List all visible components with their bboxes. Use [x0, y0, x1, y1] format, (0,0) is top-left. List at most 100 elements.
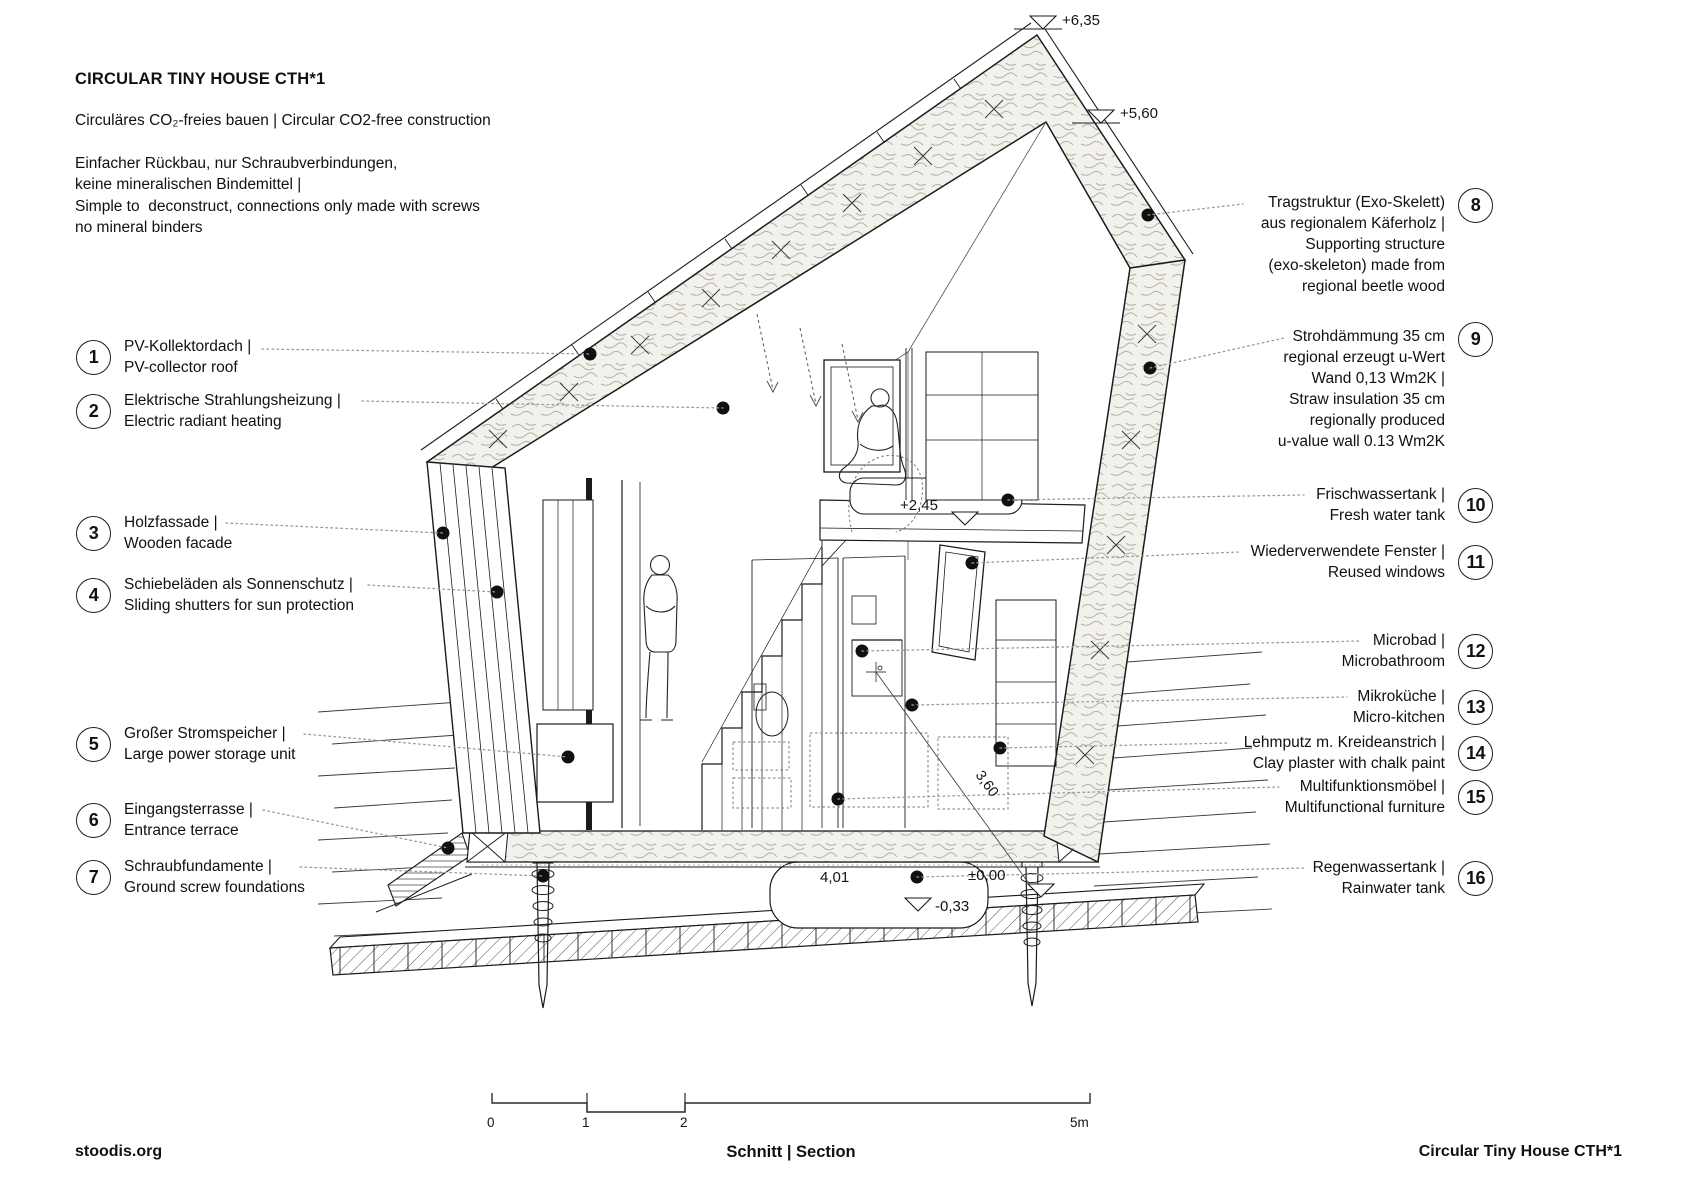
- callout-number-badge: 8: [1458, 188, 1493, 223]
- callout-pv-roof: 1 PV-Kollektordach | PV-collector roof: [76, 336, 251, 378]
- scale-tick-2: 2: [680, 1115, 688, 1130]
- callout-number-badge: 2: [76, 393, 111, 429]
- callout-number-badge: 5: [76, 726, 111, 762]
- elevation-markers: [903, 15, 1120, 912]
- footer-project-name: Circular Tiny House CTH*1: [1418, 1143, 1622, 1160]
- earth-hatch-left: [317, 701, 461, 937]
- callout-screw-foundations: 7 Schraubfundamente | Ground screw found…: [76, 856, 305, 898]
- callout-label-de: Holzfassade |: [124, 514, 218, 531]
- callout-rainwater-tank: Regenwassertank | Rainwater tank 16: [1313, 857, 1493, 899]
- callout-label-en: Electric radiant heating: [124, 413, 282, 430]
- elevation-loft: +2,45: [900, 497, 938, 514]
- scale-tick-1: 1: [582, 1115, 590, 1130]
- callout-label-de: Multifunktionsmöbel |: [1299, 778, 1445, 795]
- callout-label-en: Fresh water tank: [1329, 507, 1445, 524]
- callout-reused-windows: Wiederverwendete Fenster | Reused window…: [1251, 541, 1493, 583]
- callout-label-de: regional erzeugt u-Wert: [1283, 349, 1445, 366]
- callout-label-en: Large power storage unit: [124, 746, 296, 763]
- dashed-outlines: [732, 454, 1009, 810]
- callout-label-de: Schraubfundamente |: [124, 858, 272, 875]
- callout-clay-plaster: Lehmputz m. Kreideanstrich | Clay plaste…: [1244, 732, 1493, 774]
- person-sitting: [838, 388, 907, 486]
- callout-number-badge: 11: [1458, 544, 1493, 580]
- scale-bar: [491, 1093, 1091, 1113]
- sleeping-loft: [819, 348, 1086, 567]
- callout-label-de: Wand 0,13 Wm2K |: [1311, 370, 1445, 387]
- power-storage-unit: [536, 723, 614, 803]
- micro-kitchen-unit: [995, 599, 1057, 767]
- callout-microbathroom: Microbad | Microbathroom 12: [1342, 630, 1493, 672]
- callout-label-en: Multifunctional furniture: [1284, 799, 1445, 816]
- drawing-title: Schnitt | Section: [726, 1143, 856, 1161]
- elevation-base: -0,33: [935, 898, 969, 915]
- callout-exo-skeleton: Tragstruktur (Exo-Skelett) aus regionale…: [1260, 188, 1493, 297]
- callout-label-de: Regenwassertank |: [1312, 859, 1445, 876]
- callout-radiant-heating: 2 Elektrische Strahlungsheizung | Electr…: [76, 390, 341, 432]
- callout-label-en: Reused windows: [1327, 564, 1445, 581]
- right-wall-assembly: [1043, 259, 1186, 864]
- callout-label-en: PV-collector roof: [124, 359, 238, 376]
- callout-entrance-terrace: 6 Eingangsterrasse | Entrance terrace: [76, 799, 253, 841]
- callout-label-de: Lehmputz m. Kreideanstrich |: [1243, 734, 1445, 751]
- elevation-floor: ±0,00: [968, 867, 1005, 884]
- callout-number-badge: 12: [1458, 633, 1493, 669]
- sun-ray-arrows: [756, 313, 864, 424]
- callout-label-en: (exo-skeleton) made from: [1268, 257, 1445, 274]
- callout-number-badge: 14: [1458, 735, 1493, 771]
- callout-label-de: Microbad |: [1372, 632, 1445, 649]
- callout-label-de: Mikroküche |: [1357, 688, 1445, 705]
- callout-label-de: Eingangsterrasse |: [124, 801, 253, 818]
- callout-label-de: Frischwassertank |: [1316, 486, 1445, 503]
- callout-number-badge: 15: [1458, 779, 1493, 815]
- depth-dimension-line: [866, 662, 1031, 886]
- callout-label-en: Straw insulation 35 cm: [1289, 391, 1445, 408]
- callout-label-en: Sliding shutters for sun protection: [124, 597, 355, 614]
- callout-label-de: Strohdämmung 35 cm: [1292, 328, 1446, 345]
- floor-assembly: [465, 830, 1100, 868]
- callout-label-de: aus regionalem Käferholz |: [1260, 215, 1445, 232]
- rainwater-tank: [769, 861, 989, 929]
- callout-label-de: Großer Stromspeicher |: [124, 725, 286, 742]
- callout-number-badge: 7: [76, 859, 111, 895]
- callout-label-de: Tragstruktur (Exo-Skelett): [1268, 194, 1445, 211]
- callout-sliding-shutters: 4 Schiebeläden als Sonnenschutz | Slidin…: [76, 574, 354, 616]
- callout-number-badge: 10: [1458, 487, 1493, 523]
- bathroom-pod: [751, 555, 906, 828]
- callout-straw-insulation: Strohdämmung 35 cm regional erzeugt u-We…: [1277, 322, 1493, 452]
- callout-micro-kitchen: Mikroküche | Micro-kitchen 13: [1353, 686, 1493, 728]
- callout-label-en: Micro-kitchen: [1352, 709, 1445, 726]
- leader-lines: [225, 203, 1362, 878]
- dimension-width: 4,01: [820, 869, 849, 886]
- page-subtitle: Circuläres CO₂-freies bauen | Circular C…: [75, 112, 491, 129]
- wardrobe: [542, 499, 594, 711]
- callout-label-en: regional beetle wood: [1301, 278, 1445, 295]
- callout-label-en: Supporting structure: [1305, 236, 1445, 253]
- elevation-eave: +5,60: [1120, 105, 1158, 122]
- callout-number-badge: 13: [1458, 689, 1493, 725]
- callout-label-en: Wooden facade: [124, 535, 233, 552]
- callout-label-en: Entrance terrace: [124, 822, 239, 839]
- footer-brand: stoodis.org: [75, 1143, 163, 1160]
- reused-window: [931, 544, 986, 661]
- callout-label-de: Wiederverwendete Fenster |: [1250, 543, 1445, 560]
- staircase: [701, 545, 823, 830]
- callout-multifunctional-furniture: Multifunktionsmöbel | Multifunctional fu…: [1285, 776, 1493, 818]
- ground-strip: [328, 883, 1206, 976]
- callout-label-en: u-value wall 0.13 Wm2K: [1277, 433, 1445, 450]
- callout-label-en: Ground screw foundations: [124, 879, 305, 896]
- scale-tick-0: 0: [487, 1115, 495, 1130]
- callout-number-badge: 4: [76, 577, 111, 613]
- callout-label-de: Schiebeläden als Sonnenschutz |: [124, 576, 353, 593]
- dimension-depth: 3,60: [972, 768, 1002, 800]
- callout-wooden-facade: 3 Holzfassade | Wooden facade: [76, 512, 232, 554]
- callout-number-badge: 16: [1458, 860, 1493, 896]
- callout-fresh-water-tank: Frischwassertank | Fresh water tank 10: [1316, 484, 1493, 526]
- page-title: CIRCULAR TINY HOUSE CTH*1: [75, 70, 326, 88]
- person-standing: [640, 554, 678, 721]
- scale-tick-5m: 5m: [1070, 1115, 1089, 1130]
- callout-label-en: Rainwater tank: [1341, 880, 1445, 897]
- title-block: CIRCULAR TINY HOUSE CTH*1: [75, 70, 325, 89]
- callout-label-de: Elektrische Strahlungsheizung |: [124, 392, 341, 409]
